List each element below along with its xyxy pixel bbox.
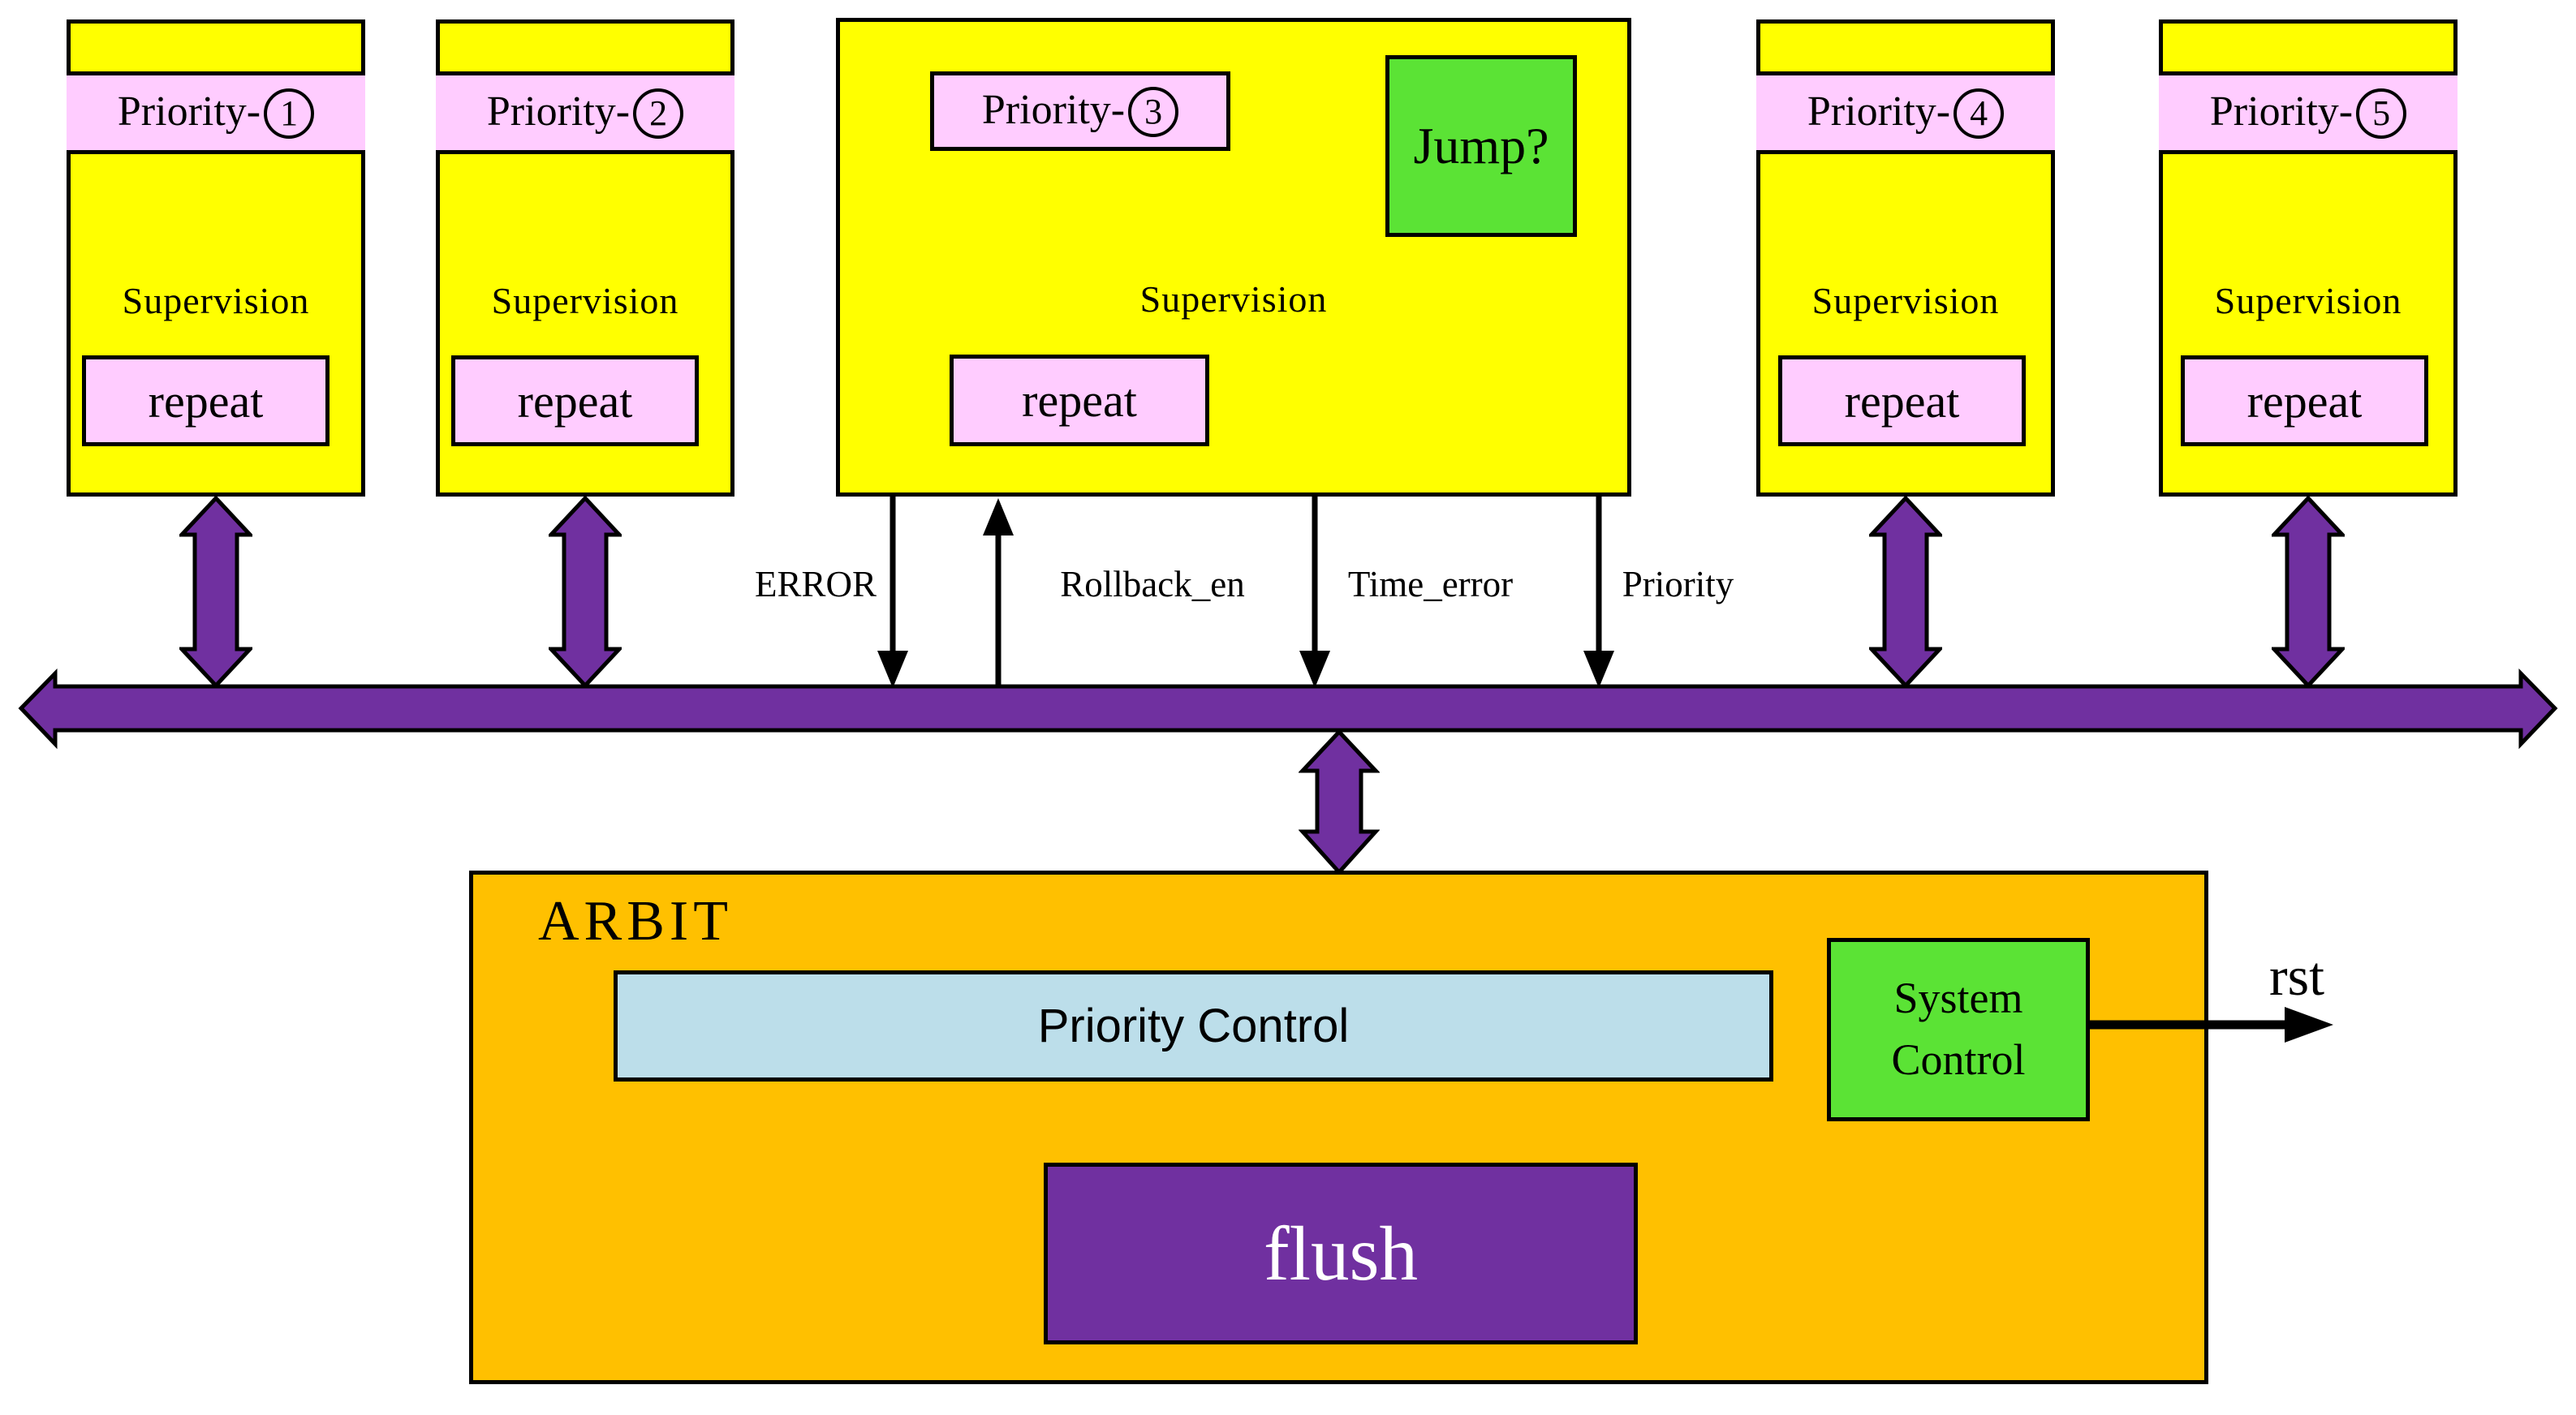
signal-label-rollback-en: Rollback_en: [1060, 564, 1245, 604]
module-1-title-band: Priority-1: [67, 71, 365, 154]
time-error-arrowhead: [1299, 651, 1330, 688]
module-1-bus-bidirectional-arrow: [179, 497, 252, 687]
module-5-bus-bidirectional-arrow: [2272, 497, 2345, 687]
module-1-repeat-chip: repeat: [82, 355, 330, 446]
signal-label-error: ERROR: [754, 564, 877, 604]
circled-number-2: 2: [633, 88, 684, 139]
module-2-title-band: Priority-2: [436, 71, 734, 154]
circled-number-1: 1: [264, 88, 315, 139]
signal-label-time-error: Time_error: [1347, 564, 1514, 604]
module-5-supervision-label: Supervision: [2214, 280, 2402, 321]
module-priority-3: Priority-3 Jump? Supervision repeat: [836, 18, 1631, 497]
module-priority-4: Priority-4 Supervision repeat: [1756, 19, 2055, 497]
rst-arrowhead: [2285, 1007, 2333, 1043]
module-3-title: Priority-3: [982, 86, 1179, 137]
system-control-line1: System: [1893, 974, 2023, 1023]
arbit-title: ARBIT: [538, 890, 733, 953]
module-5-repeat-chip: repeat: [2181, 355, 2428, 446]
signal-label-priority: Priority: [1622, 564, 1734, 604]
signal-arrows: [877, 497, 1614, 696]
module-2-supervision-label: Supervision: [491, 280, 679, 321]
circled-number-5: 5: [2356, 88, 2407, 139]
bus-arbit-bidirectional-arrow: [1299, 730, 1380, 874]
module-4-supervision-label: Supervision: [1811, 280, 2000, 321]
bus-double-arrow: [18, 668, 2558, 750]
priority-control-box: Priority Control: [614, 970, 1773, 1082]
system-control-box: System Control: [1827, 938, 2090, 1121]
module-2-title: Priority-2: [487, 88, 684, 139]
module-4-title-band: Priority-4: [1756, 71, 2055, 154]
module-priority-5: Priority-5 Supervision repeat: [2159, 19, 2458, 497]
module-4-title: Priority-4: [1807, 88, 2005, 139]
rollback-arrowhead: [983, 498, 1014, 535]
module-4-bus-bidirectional-arrow: [1869, 497, 1942, 687]
module-2-bus-bidirectional-arrow: [549, 497, 622, 687]
module-4-repeat-chip: repeat: [1778, 355, 2026, 446]
rst-label: rst: [2269, 945, 2324, 1007]
module-5-title: Priority-5: [2210, 88, 2407, 139]
jump-box: Jump?: [1385, 55, 1577, 237]
flush-box: flush: [1044, 1163, 1638, 1344]
module-1-title: Priority-1: [118, 88, 315, 139]
rst-arrow: [2090, 1007, 2333, 1043]
module-priority-1: Priority-1 Supervision repeat: [67, 19, 365, 497]
priority-arrowhead: [1583, 651, 1614, 688]
circled-number-4: 4: [1954, 88, 2005, 139]
module-5-title-band: Priority-5: [2159, 71, 2458, 154]
module-3-repeat-chip: repeat: [950, 355, 1209, 446]
module-3-title-box: Priority-3: [930, 71, 1230, 151]
system-control-line2: Control: [1891, 1035, 2026, 1084]
arbit-block: ARBIT Priority Control System Control fl…: [469, 871, 2208, 1384]
module-2-repeat-chip: repeat: [451, 355, 699, 446]
module-1-supervision-label: Supervision: [122, 280, 310, 321]
error-arrowhead: [877, 651, 908, 688]
circled-number-3: 3: [1128, 86, 1179, 137]
module-priority-2: Priority-2 Supervision repeat: [436, 19, 734, 497]
module-3-supervision-label: Supervision: [1139, 278, 1328, 320]
